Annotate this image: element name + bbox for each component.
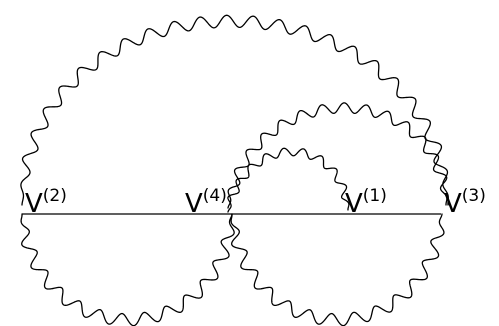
photon-propagator-v2-v4-lower (20, 213, 235, 326)
propagators (20, 14, 449, 326)
photon-propagator-v4-v1 (227, 147, 350, 213)
vertex-label-v4: V(4) (185, 186, 227, 219)
photon-propagator-v4-v3-lower (230, 213, 445, 326)
vertex-label-v2: V(2) (25, 186, 67, 219)
photon-propagator-v4-v3-upper (227, 102, 448, 209)
vertex-label-v1: V(1) (345, 186, 387, 219)
vertex-labels: V(2) V(4) V(1) V(3) (25, 186, 486, 219)
photon-propagator-v2-v3-upper (20, 14, 449, 206)
vertex-label-v3: V(3) (444, 186, 486, 219)
